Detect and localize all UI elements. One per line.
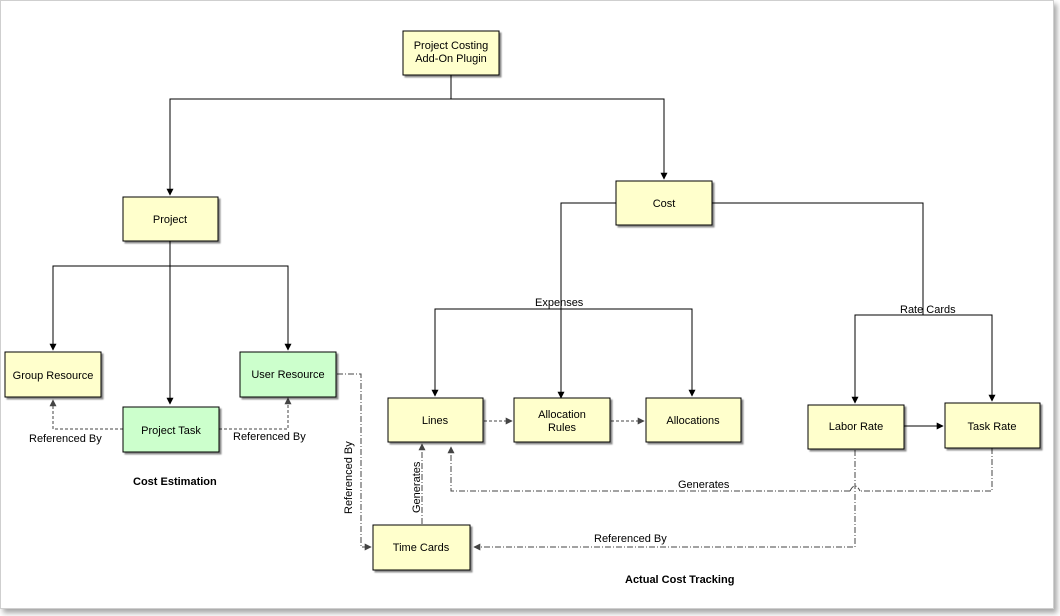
svg-text:Allocations: Allocations: [666, 415, 720, 427]
edge-expenses-allocations: [561, 308, 696, 397]
node-cost[interactable]: Cost: [615, 180, 713, 226]
edge-root-cost: [451, 98, 668, 180]
svg-text:Group Resource: Group Resource: [13, 370, 94, 382]
node-time-cards[interactable]: Time Cards: [372, 524, 471, 571]
edge-generates-bridge: [849, 485, 861, 492]
edge-project-group-resource: [49, 265, 170, 351]
node-project[interactable]: Project: [122, 196, 219, 242]
svg-text:Time Cards: Time Cards: [393, 542, 450, 554]
edge-project-user-resource: [170, 265, 292, 351]
edge-cost-rate-cards: [712, 202, 924, 315]
node-labor-rate[interactable]: Labor Rate: [807, 404, 905, 450]
svg-text:Project: Project: [153, 214, 187, 226]
edge-task-user-ref: [219, 397, 292, 430]
node-project-task[interactable]: Project Task: [122, 406, 220, 453]
svg-text:Task Rate: Task Rate: [968, 421, 1017, 433]
label-referenced-by-vertical: Referenced By: [343, 441, 355, 514]
node-allocations[interactable]: Allocations: [645, 397, 742, 443]
edge-root-project: [166, 75, 452, 196]
node-lines[interactable]: Lines: [387, 397, 484, 443]
caption-cost-estimation: Cost Estimation: [133, 476, 217, 488]
label-rate-cards: Rate Cards: [900, 304, 956, 316]
edge-rate-cards-task: [923, 314, 996, 402]
label-generates-vertical: Generates: [411, 461, 423, 513]
label-referenced-by-user: Referenced By: [233, 431, 306, 443]
edge-rate-cards-labor: [851, 314, 923, 404]
node-user-resource[interactable]: User Resource: [239, 351, 337, 398]
edge-labor-timecards-ref: [473, 450, 856, 551]
svg-text:Project Task: Project Task: [141, 425, 201, 437]
svg-text:Cost: Cost: [653, 198, 676, 210]
label-referenced-by-group: Referenced By: [29, 433, 102, 445]
diagram-svg: Expenses Rate Cards Referenced By Refere…: [4, 30, 1041, 586]
label-referenced-by-timecards: Referenced By: [594, 533, 667, 545]
edge-rates-lines-generates: [451, 447, 993, 492]
edge-user-timecards-ref: [337, 373, 372, 551]
svg-text:User Resource: User Resource: [251, 369, 324, 381]
svg-text:Labor Rate: Labor Rate: [829, 421, 883, 433]
label-generates-horizontal: Generates: [678, 479, 730, 491]
caption-actual-cost-tracking: Actual Cost Tracking: [625, 574, 734, 586]
node-group-resource[interactable]: Group Resource: [4, 351, 102, 398]
svg-text:Lines: Lines: [422, 415, 449, 427]
edge-expenses-lines: [431, 308, 561, 397]
edge-task-group-ref: [49, 399, 123, 430]
node-task-rate[interactable]: Task Rate: [944, 402, 1041, 449]
label-expenses: Expenses: [535, 297, 584, 309]
edge-cost-expenses: [557, 202, 616, 399]
